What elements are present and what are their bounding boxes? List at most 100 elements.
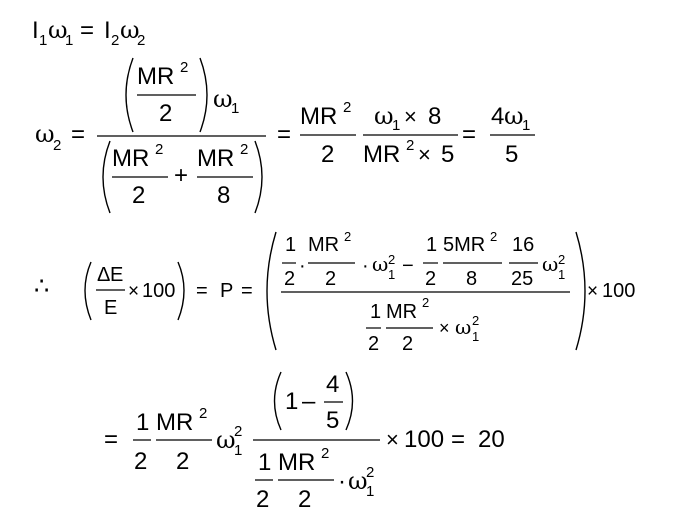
subscript: 2 (53, 137, 61, 154)
numerator-value: 1 (370, 301, 381, 323)
denominator-value: 5 (441, 141, 454, 168)
omega-symbol: ω (213, 85, 233, 113)
dot-operator: · (299, 255, 306, 277)
denominator: 2 (132, 182, 145, 209)
right-paren (177, 261, 185, 321)
factor-value: 100 (602, 280, 635, 302)
denominator-value: 2 (402, 333, 413, 355)
omega2-derivation: ω 2 = MR 2 2 ω 1 MR 2 2 + MR 2 8 = MR 2 … (35, 57, 535, 214)
denominator: 8 (217, 182, 230, 209)
omega-symbol: ω (504, 102, 524, 130)
denominator-value: 2 (256, 486, 269, 513)
denominator-value: 2 (368, 333, 379, 355)
omega-symbol: ω (455, 315, 471, 339)
subscript: 1 (65, 32, 73, 49)
times-sign: × (587, 281, 598, 302)
mass-radius-term: MR (308, 234, 339, 256)
times-sign: × (128, 281, 139, 302)
omega-symbol: ω (35, 120, 55, 148)
exponent: 2 (490, 229, 497, 244)
angular-momentum-conservation: I 1 ω 1 = I 2 ω 2 (32, 16, 145, 49)
factor-value: 100 (142, 280, 175, 302)
numerator-value: 1 (136, 409, 149, 436)
subscript: 2 (137, 32, 145, 49)
denominator-value: 5 (505, 141, 518, 168)
subscript: 1 (39, 32, 47, 49)
subscript: 1 (231, 100, 239, 117)
final-result: = 1 2 MR 2 2 ω 2 1 1 – 4 5 1 2 MR 2 2 · … (104, 371, 505, 513)
numerator-value: 1 (426, 234, 437, 256)
equals-sign: = (241, 280, 253, 302)
omega-symbol: ω (374, 102, 394, 130)
equals-sign: = (104, 426, 118, 453)
exponent: 2 (199, 405, 207, 422)
equals-sign: = (196, 280, 208, 302)
denominator-value: 2 (425, 268, 436, 290)
numerator-value: 4 (326, 371, 339, 398)
minus-sign: − (402, 255, 414, 277)
percent-energy-loss: ∴ Δ E E × 100 = P = 1 2 · MR 2 2 · ω 2 1… (34, 229, 635, 355)
subscript: 2 (111, 32, 119, 49)
left-paren (84, 261, 92, 321)
denominator-value: 2 (134, 448, 147, 475)
mass-radius-term: 5MR (443, 234, 485, 256)
exponent: 2 (388, 252, 395, 267)
equals-sign: = (462, 121, 476, 148)
minus-sign: – (302, 388, 316, 415)
plus-sign: + (174, 162, 188, 189)
result-value: 20 (478, 426, 505, 453)
exponent: 2 (343, 99, 351, 116)
times-sign: × (418, 142, 431, 167)
exponent: 2 (406, 137, 414, 154)
numerator-value: 8 (428, 103, 441, 130)
equals-sign: = (451, 426, 465, 453)
mass-radius-term: MR (300, 103, 337, 130)
times-sign: × (386, 427, 399, 452)
right-paren (254, 140, 263, 214)
omega-symbol: ω (48, 16, 68, 44)
equals-sign: = (71, 121, 85, 148)
factor-value: 100 (404, 426, 444, 453)
exponent: 2 (155, 141, 163, 158)
denominator-value: 2 (176, 448, 189, 475)
denominator-value: 25 (511, 268, 533, 290)
exponent: 2 (422, 295, 429, 310)
numerator-value: 4 (491, 103, 504, 130)
therefore-symbol: ∴ (34, 273, 49, 300)
energy-symbol: E (110, 264, 123, 286)
subscript: 1 (522, 117, 530, 134)
subscript: 1 (472, 329, 479, 344)
exponent: 2 (558, 252, 565, 267)
exponent: 2 (472, 313, 479, 328)
denominator: 2 (159, 100, 172, 127)
percent-symbol: P (220, 280, 233, 302)
dot-operator: · (338, 468, 346, 495)
equals-sign: = (277, 121, 291, 148)
dot-operator: · (362, 255, 369, 277)
right-paren (345, 371, 354, 431)
exponent: 2 (234, 423, 242, 440)
omega-symbol: ω (372, 252, 388, 276)
numerator-value: 1 (285, 234, 296, 256)
denominator-value: 8 (466, 268, 477, 290)
exponent: 2 (366, 464, 374, 481)
denominator-value: 5 (326, 407, 339, 434)
denominator-value: 2 (298, 486, 311, 513)
times-sign: × (404, 104, 417, 129)
subscript: 1 (558, 267, 565, 282)
exponent: 2 (240, 141, 248, 158)
mass-radius-term: MR (137, 63, 174, 90)
left-paren (125, 57, 134, 133)
mass-radius-term: MR (112, 145, 149, 172)
denominator-value: 2 (325, 268, 336, 290)
omega-symbol: ω (542, 252, 558, 276)
numerator-value: 16 (512, 234, 534, 256)
moment-of-inertia-symbol: I (32, 17, 39, 44)
mass-radius-term: MR (197, 145, 234, 172)
numerator-value: 1 (258, 449, 271, 476)
denominator-value: 2 (284, 268, 295, 290)
mass-radius-term: MR (156, 409, 193, 436)
energy-symbol: E (104, 297, 117, 319)
left-paren (266, 231, 277, 351)
left-paren (273, 371, 282, 431)
